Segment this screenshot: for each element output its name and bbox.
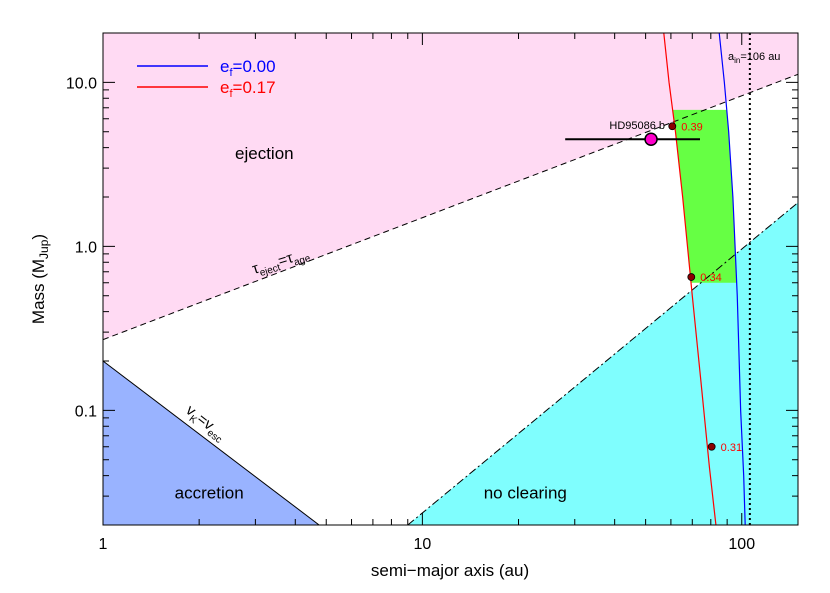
- series-line-e017: [663, 33, 717, 525]
- y-axis-title: Mass (MJup): [29, 234, 51, 324]
- planet-marker: [644, 132, 658, 146]
- legend-label-e0: ef=0.00: [220, 57, 276, 79]
- y-tick-label: 0.1: [75, 403, 97, 420]
- no-clearing-region: [407, 202, 798, 525]
- region-label-ejection: ejection: [235, 144, 294, 163]
- legend-label-e017: ef=0.17: [220, 78, 276, 100]
- y-tick-label: 1.0: [75, 239, 97, 256]
- planet-label: HD95086 b: [609, 120, 665, 132]
- y-tick-label: 10.0: [66, 75, 97, 92]
- x-axis-title: semi−major axis (au): [371, 561, 529, 580]
- mass-point-label: 0.34: [700, 272, 721, 284]
- mass-point-marker: [668, 122, 677, 131]
- plot-frame: [102, 32, 799, 526]
- plot-area: 0.39 0.34 0.31: [103, 33, 798, 525]
- x-tick-label: 1: [99, 536, 108, 553]
- mass-point-marker: [687, 273, 696, 281]
- no-clearing-boundary-line: [407, 202, 798, 525]
- mass-point-marker: [707, 442, 716, 451]
- mass-points: 0.39 0.34 0.31: [668, 121, 742, 454]
- region-label-accretion: accretion: [175, 484, 244, 503]
- accretion-boundary-line: [103, 360, 320, 525]
- ejection-boundary-line: [103, 73, 798, 341]
- inner-edge-label: ain=106 au: [728, 51, 780, 65]
- habitable-green-zone: [672, 109, 737, 283]
- series-line-e0: [718, 33, 746, 525]
- planet-marker-group: [565, 132, 700, 146]
- x-tick-label: 100: [728, 536, 755, 553]
- region-label-no-clearing: no clearing: [484, 484, 567, 503]
- x-tick-label: 10: [413, 536, 431, 553]
- mass-point-label: 0.31: [721, 442, 742, 454]
- mass-point-label: 0.39: [681, 121, 702, 133]
- axes: 1 10 100 0.1 1.0 10.0: [66, 32, 798, 553]
- legend: ef=0.00 ef=0.17: [137, 57, 276, 100]
- ejection-region: [103, 33, 798, 340]
